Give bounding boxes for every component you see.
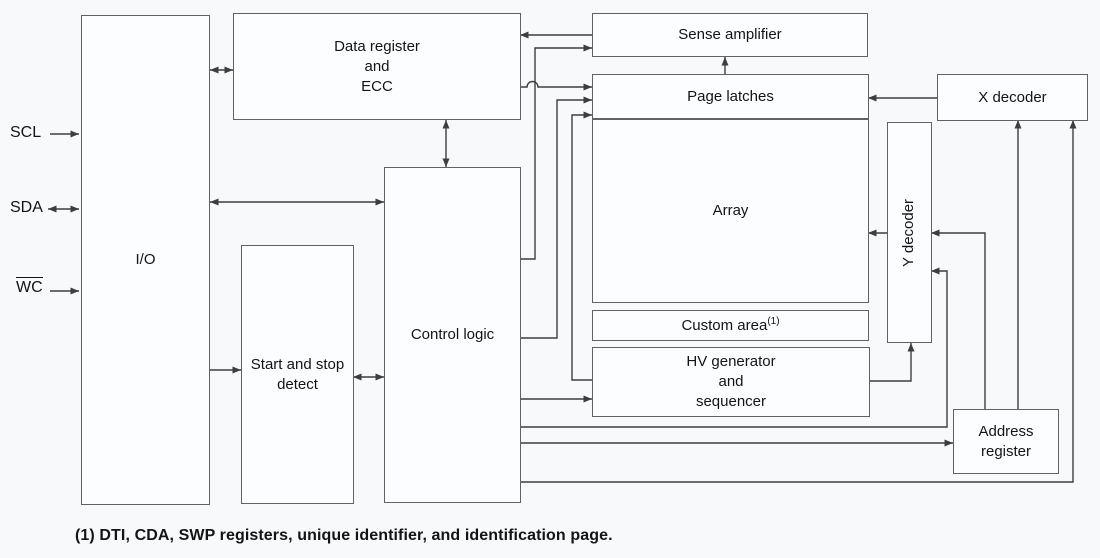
block-custom-area: Custom area(1) [592, 310, 869, 341]
io-label: I/O [135, 251, 156, 268]
data-register-line3: ECC [361, 77, 393, 95]
hv-generator-line1: HV generator [686, 353, 776, 370]
arrow-controllogic-to-pagelatches [520, 96, 592, 339]
y-decoder-label: Y decoder [900, 198, 918, 267]
arrow-controllogic-to-ydecoder [520, 267, 948, 428]
block-sense-amplifier: Sense amplifier [592, 13, 868, 57]
arrow-controllogic-to-xdecoder [520, 120, 1077, 483]
page-latches-label: Page latches [687, 87, 774, 105]
address-register-line1: Address [978, 422, 1034, 440]
start-stop-line2: detect [277, 375, 318, 393]
block-x-decoder: X decoder [937, 74, 1088, 121]
control-logic-label: Control logic [410, 326, 495, 343]
address-register-line2: register [980, 442, 1032, 460]
arrow-hvgenerator-to-ydecoder [869, 343, 915, 382]
data-register-line1: Data register [334, 37, 420, 55]
block-control-logic: Control logic [384, 167, 521, 503]
sense-amplifier-label: Sense amplifier [678, 26, 782, 43]
hv-generator-line3: sequencer [695, 393, 767, 410]
start-stop-line1: Start and stop [250, 355, 345, 373]
data-register-line2: and [364, 57, 390, 75]
block-hv-generator: HV generator and sequencer [592, 347, 870, 417]
pin-label-sda: SDA [10, 199, 43, 217]
block-start-stop-detect: Start and stop detect [241, 245, 354, 504]
arrow-addressregister-to-ydecoder [931, 229, 986, 409]
pin-label-scl: SCL [10, 124, 41, 142]
array-label: Array [712, 202, 749, 219]
block-y-decoder: Y decoder [887, 122, 932, 343]
pin-label-wc: WC [16, 277, 43, 297]
arrow-ecc-to-pagelatches-with-hop [520, 80, 592, 91]
block-data-register-ecc: Data register and ECC [233, 13, 521, 120]
footnote: (1) DTI, CDA, SWP registers, unique iden… [75, 527, 613, 545]
scl-text: SCL [10, 124, 42, 141]
custom-area-footnote-ref: (1) [767, 315, 780, 327]
x-decoder-label: X decoder [978, 88, 1047, 106]
wc-text-overlined: WC [16, 277, 43, 296]
block-address-register: Address register [953, 409, 1059, 474]
custom-area-text: Custom area [681, 316, 768, 334]
custom-area-label: Custom area(1) [681, 316, 779, 336]
block-page-latches: Page latches [592, 74, 869, 119]
block-array: Array [592, 119, 869, 303]
hv-generator-line2: and [718, 373, 744, 390]
block-io: I/O [81, 15, 210, 505]
footnote-text: (1) DTI, CDA, SWP registers, unique iden… [75, 527, 613, 544]
arrow-controllogic-to-senseamp [520, 44, 592, 260]
arrow-hvgenerator-to-pagelatches [571, 111, 592, 381]
sda-text: SDA [10, 199, 43, 216]
